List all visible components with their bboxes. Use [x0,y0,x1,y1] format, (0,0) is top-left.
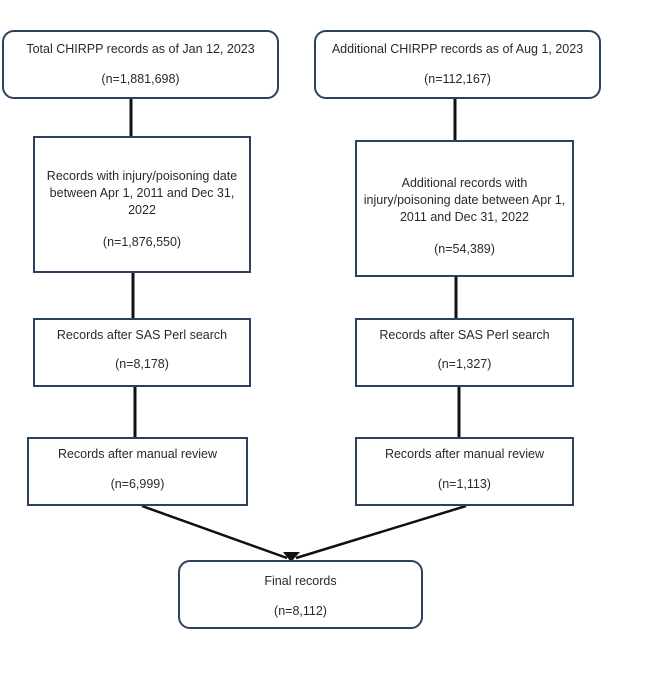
box-label: Records after SAS Perl search [56,328,228,342]
date-filter-right-box: Additional records with injury/poisoning… [355,140,574,277]
date-filter-left-box: Records with injury/poisoning date betwe… [33,136,251,273]
box-count: (n=8,112) [274,604,327,618]
arrowhead-final [283,552,300,562]
arrow-manual-left-to-final [141,504,288,560]
arrow-manual-right-to-final [295,504,467,560]
sas-search-right-box: Records after SAS Perl search (n=1,327) [355,318,574,387]
box-label: Additional CHIRPP records as of Aug 1, 2… [331,42,584,56]
box-label: Total CHIRPP records as of Jan 12, 2023 [26,42,255,56]
box-count: (n=8,178) [115,357,169,371]
box-count: (n=1,881,698) [101,72,180,86]
box-label: Records after SAS Perl search [379,328,550,342]
box-label: Additional records with injury/poisoning… [363,176,566,224]
box-label: Records with injury/poisoning date betwe… [46,169,238,217]
box-count: (n=112,167) [424,72,491,86]
box-count: (n=54,389) [434,242,495,256]
box-label: Records after manual review [384,447,545,461]
box-label: Records after manual review [57,447,218,461]
sas-search-left-box: Records after SAS Perl search (n=8,178) [33,318,251,387]
box-count: (n=1,113) [438,477,491,491]
box-count: (n=1,876,550) [102,235,182,249]
box-count: (n=1,327) [437,357,492,371]
final-records-box: Final records (n=8,112) [178,560,423,629]
additional-records-box: Additional CHIRPP records as of Aug 1, 2… [314,30,601,99]
manual-review-left-box: Records after manual review (n=6,999) [27,437,248,506]
total-records-box: Total CHIRPP records as of Jan 12, 2023 … [2,30,279,99]
manual-review-right-box: Records after manual review (n=1,113) [355,437,574,506]
box-label: Final records [264,574,337,588]
box-count: (n=6,999) [110,477,165,491]
